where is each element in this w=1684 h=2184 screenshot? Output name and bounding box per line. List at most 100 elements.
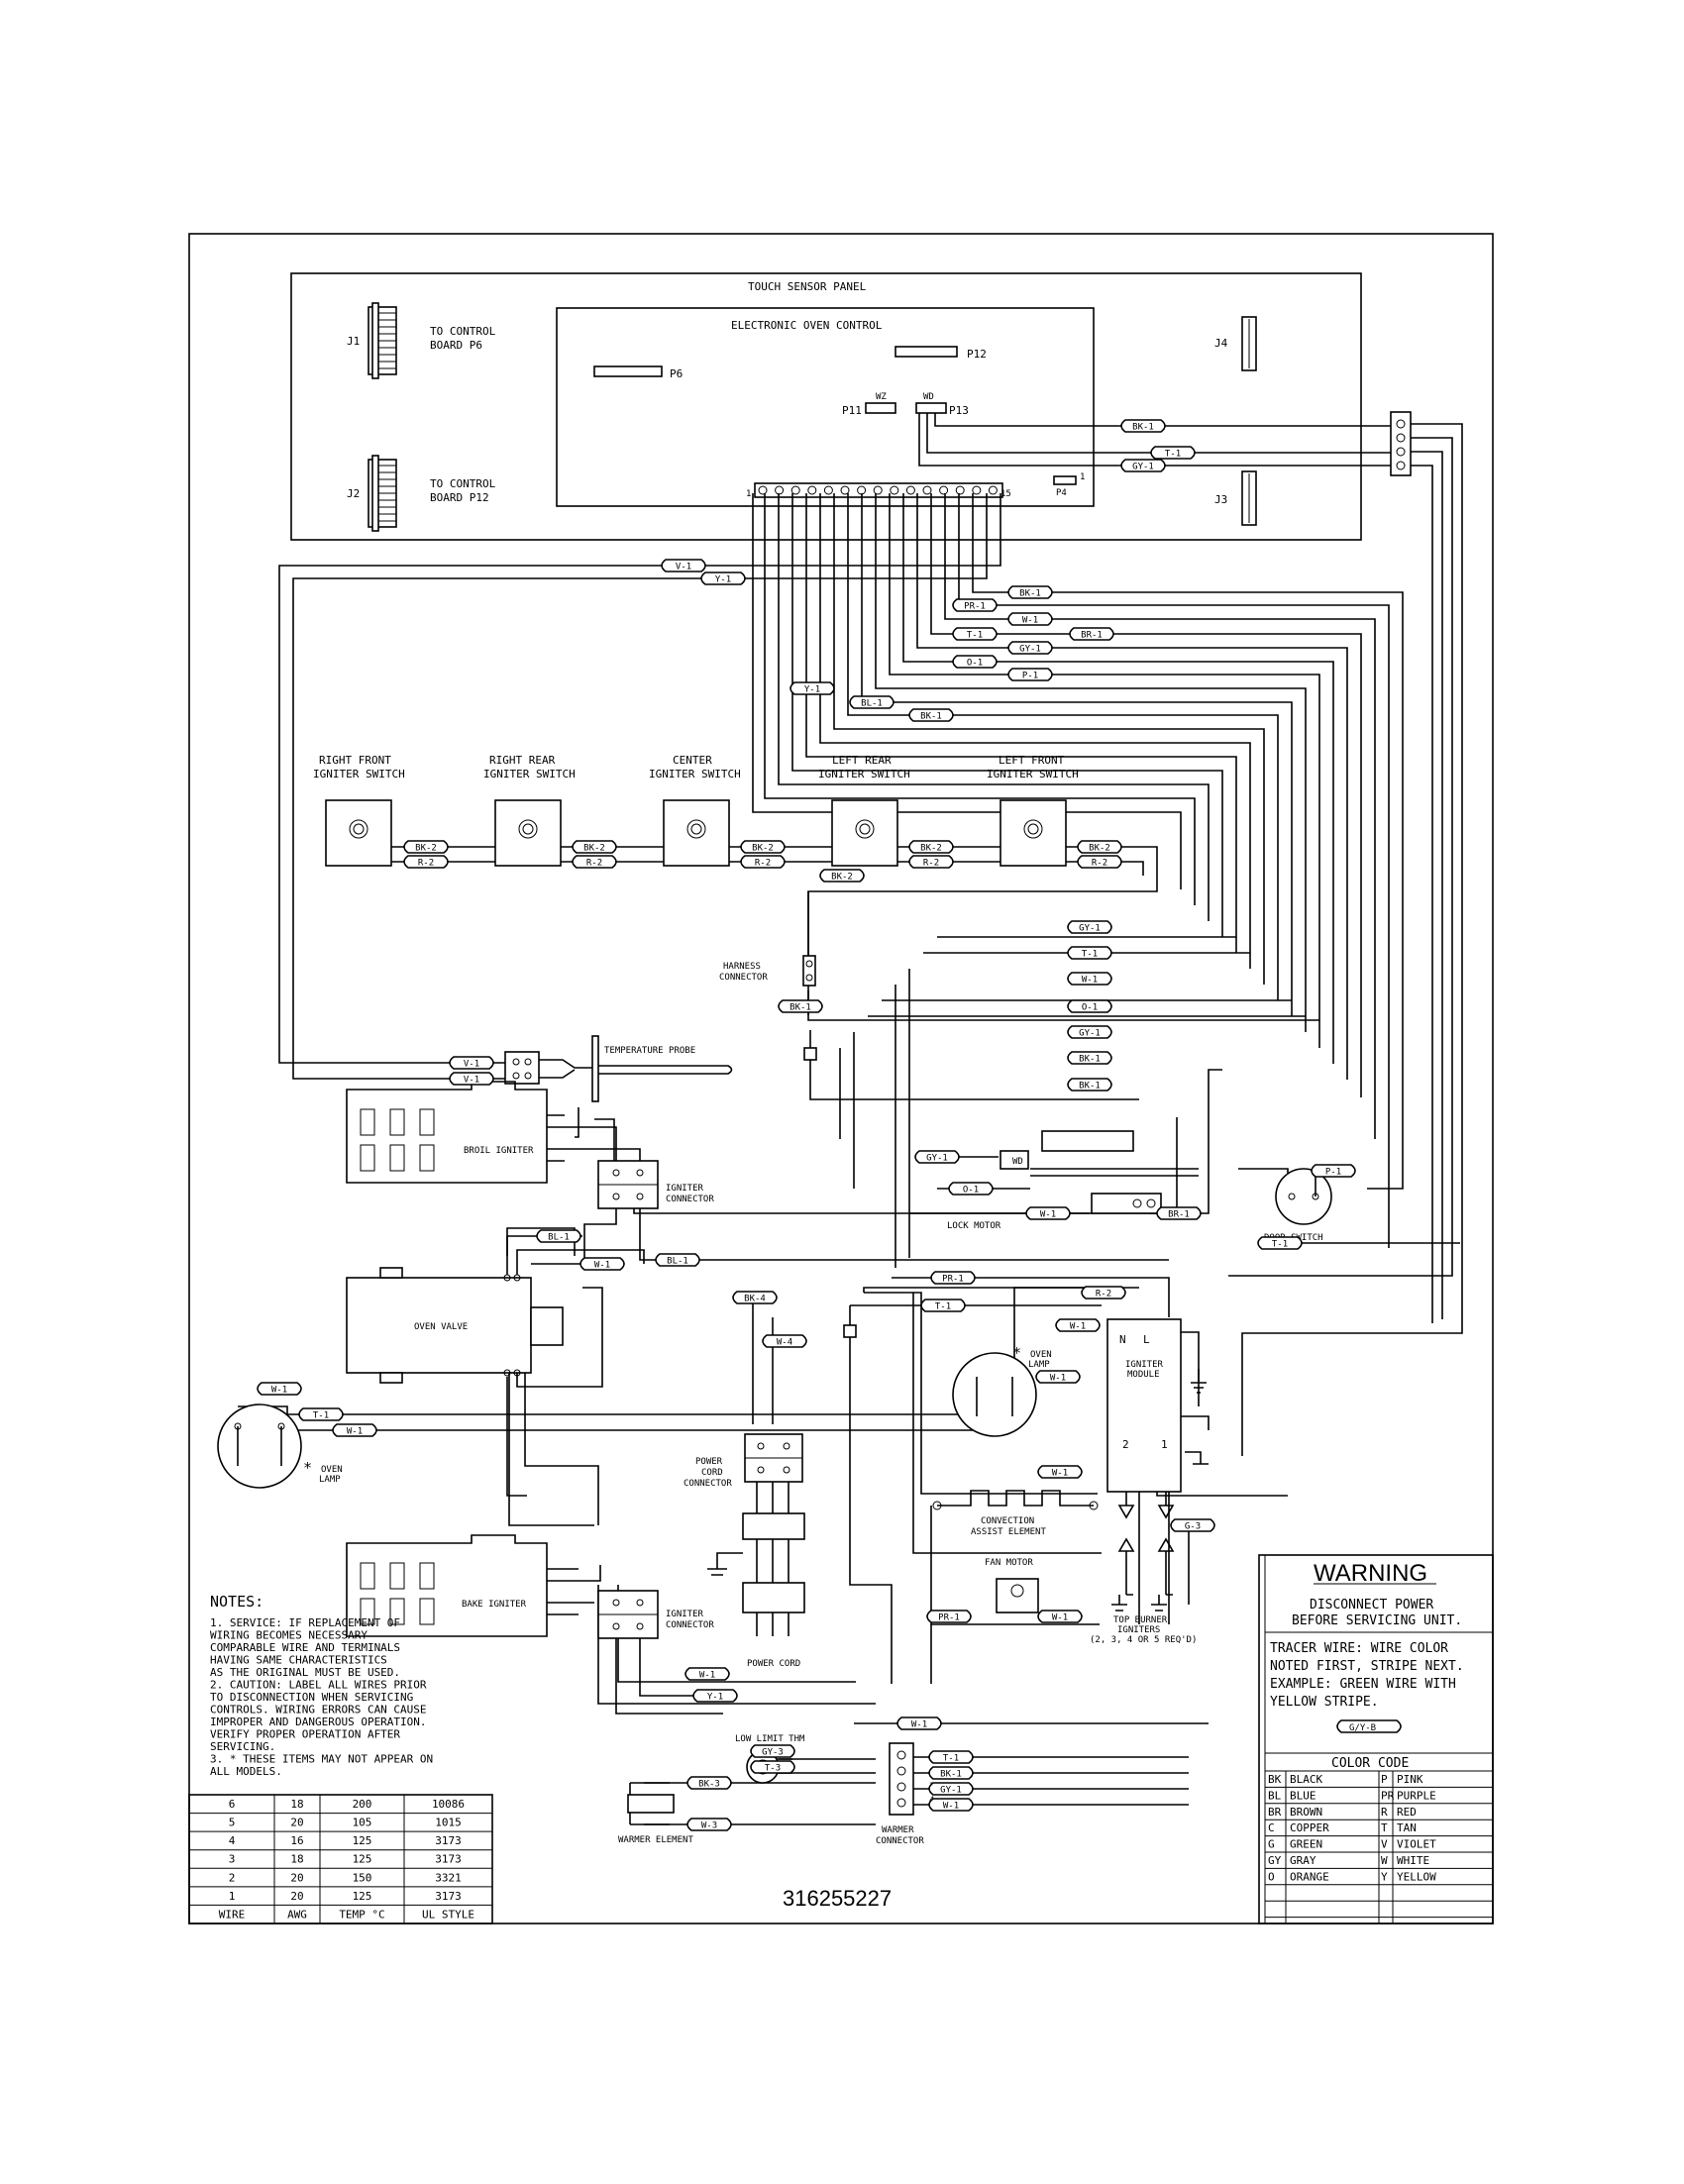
warning-line-2: BEFORE SERVICING UNIT. xyxy=(1292,1613,1462,1628)
svg-text:CONNECTOR: CONNECTOR xyxy=(684,1479,732,1489)
svg-text:LAMP: LAMP xyxy=(319,1475,341,1485)
wire-tag-r2-b: R-2 xyxy=(1081,1286,1126,1300)
panel-terminal-block xyxy=(1390,411,1412,476)
svg-text:W-1: W-1 xyxy=(1082,976,1098,986)
wire-tag-w1-lock: W-1 xyxy=(1025,1206,1071,1220)
wire-tag-gy1-c: GY-1 xyxy=(1067,1025,1112,1039)
svg-text:FAN MOTOR: FAN MOTOR xyxy=(985,1558,1033,1568)
warmer-connector: 1 2 3 4 WARMER CONNECTOR xyxy=(876,1742,934,1846)
svg-text:IGNITER SWITCH: IGNITER SWITCH xyxy=(313,768,405,780)
svg-text:BK-1: BK-1 xyxy=(1079,1055,1101,1065)
notes-line: SERVICING. xyxy=(210,1740,275,1753)
wire-tag-br1-a: BR-1 xyxy=(1069,627,1114,641)
table-cell: 125 xyxy=(353,1853,372,1866)
color-name: VIOLET xyxy=(1397,1838,1436,1851)
p15-pin xyxy=(939,485,949,495)
top-burner-label-1: TOP BURNER xyxy=(1113,1615,1168,1625)
wire-tag-y1-top: Y-1 xyxy=(700,572,746,585)
svg-text:BK-2: BK-2 xyxy=(583,844,605,854)
junction-box xyxy=(803,1047,817,1061)
svg-text:O-1: O-1 xyxy=(967,659,983,669)
table-cell: 150 xyxy=(353,1871,372,1884)
wire-tag-wc-bk1: BK-1 xyxy=(928,1766,974,1780)
tracer-line-2: NOTED FIRST, STRIPE NEXT. xyxy=(1270,1659,1464,1674)
svg-text:MODULE: MODULE xyxy=(1127,1370,1160,1380)
wire-tag-bk1-a: BK-1 xyxy=(1007,585,1053,599)
p11-label: P11 xyxy=(842,404,862,417)
p15-pin xyxy=(905,485,915,495)
color-name: BROWN xyxy=(1290,1806,1322,1819)
table-cell: 3321 xyxy=(435,1871,462,1884)
wd-label: WD xyxy=(923,392,934,402)
svg-text:BK-2: BK-2 xyxy=(415,844,437,854)
svg-text:IGNITER SWITCH: IGNITER SWITCH xyxy=(987,768,1079,780)
outer-border xyxy=(188,233,1494,1924)
color-abbrev: PR xyxy=(1381,1789,1395,1802)
svg-text:CONNECTOR: CONNECTOR xyxy=(719,973,768,983)
wire-tag-w4: W-4 xyxy=(762,1334,807,1348)
svg-text:WARMER ELEMENT: WARMER ELEMENT xyxy=(618,1835,693,1845)
wire-tag-t3: T-3 xyxy=(750,1760,795,1774)
p4-label: P4 xyxy=(1056,488,1067,498)
door-switch: DOOR SWITCH xyxy=(1264,1168,1333,1243)
svg-text:T-1: T-1 xyxy=(1165,450,1181,460)
color-abbrev: O xyxy=(1268,1870,1275,1883)
svg-text:W-1: W-1 xyxy=(943,1802,959,1812)
color-name: ORANGE xyxy=(1290,1870,1329,1883)
p15-pin xyxy=(790,485,800,495)
svg-text:CONNECTOR: CONNECTOR xyxy=(666,1195,714,1204)
svg-text:R-2: R-2 xyxy=(755,859,771,869)
tracer-line-1: TRACER WIRE: WIRE COLOR xyxy=(1270,1641,1448,1656)
color-abbrev: Y xyxy=(1381,1870,1388,1883)
svg-text:R-2: R-2 xyxy=(1096,1290,1111,1300)
svg-text:W-1: W-1 xyxy=(1052,1469,1068,1479)
notes-line: 2. CAUTION: LABEL ALL WIRES PRIOR xyxy=(210,1679,427,1692)
wire-tag-bk1-c: BK-1 xyxy=(1067,1051,1112,1065)
wire-tag-r2: R-2 xyxy=(572,855,617,869)
svg-text:GY-1: GY-1 xyxy=(1079,1029,1101,1039)
table-cell: 3173 xyxy=(435,1834,462,1847)
p4-pin-label: 1 xyxy=(1080,472,1085,482)
wire-tag-bl1-a: BL-1 xyxy=(849,695,895,709)
table-cell: 3173 xyxy=(435,1853,462,1866)
svg-text:GY-1: GY-1 xyxy=(1132,463,1154,472)
wire-tag-w1-low: W-1 xyxy=(896,1716,942,1730)
p15-pin xyxy=(807,485,817,495)
table-cell: 20 xyxy=(290,1890,303,1903)
wire-tag-bk2: BK-2 xyxy=(572,840,617,854)
wiring xyxy=(238,413,1463,1825)
broil-igniter: BROIL IGNITER xyxy=(346,1081,565,1184)
svg-text:1: 1 xyxy=(1161,1438,1168,1451)
wire-tag-bk4: BK-4 xyxy=(732,1291,778,1304)
wire-tag-br1-lock: BR-1 xyxy=(1156,1206,1202,1220)
svg-text:W-1: W-1 xyxy=(1052,1613,1068,1623)
wire-tag-y1-b: Y-1 xyxy=(789,681,835,695)
p15-pin xyxy=(758,485,768,495)
svg-text:TEMPERATURE PROBE: TEMPERATURE PROBE xyxy=(604,1046,695,1056)
wire-tag-t1-right: T-1 xyxy=(1257,1236,1303,1250)
svg-text:BK-3: BK-3 xyxy=(698,1780,720,1790)
svg-text:LEFT FRONT: LEFT FRONT xyxy=(999,754,1065,767)
wire-tag-w1-bake: W-1 xyxy=(684,1667,730,1681)
wire-tag-wc-t1: T-1 xyxy=(928,1750,974,1764)
svg-text:V-1: V-1 xyxy=(464,1060,479,1070)
svg-text:GY-1: GY-1 xyxy=(1019,645,1041,655)
wire-tag-gy1-b: GY-1 xyxy=(1067,920,1112,934)
svg-text:T-3: T-3 xyxy=(765,1764,781,1774)
wire-tag-gy1-lock: GY-1 xyxy=(914,1150,960,1164)
table-header-cell: WIRE xyxy=(219,1908,246,1921)
color-abbrev: P xyxy=(1381,1773,1388,1786)
wire-tag-t1-a: T-1 xyxy=(952,627,998,641)
wire-tag-o1-a: O-1 xyxy=(952,655,998,669)
svg-text:W-1: W-1 xyxy=(594,1261,610,1271)
svg-text:T-1: T-1 xyxy=(967,631,983,641)
wire-tag-pr1-a: PR-1 xyxy=(952,598,998,612)
table-cell: 20 xyxy=(290,1817,303,1829)
svg-text:O-1: O-1 xyxy=(963,1186,979,1196)
svg-text:G-3: G-3 xyxy=(1185,1522,1201,1532)
table-cell: 3173 xyxy=(435,1890,462,1903)
svg-text:BROIL IGNITER: BROIL IGNITER xyxy=(464,1146,534,1156)
svg-text:T-1: T-1 xyxy=(313,1411,329,1421)
